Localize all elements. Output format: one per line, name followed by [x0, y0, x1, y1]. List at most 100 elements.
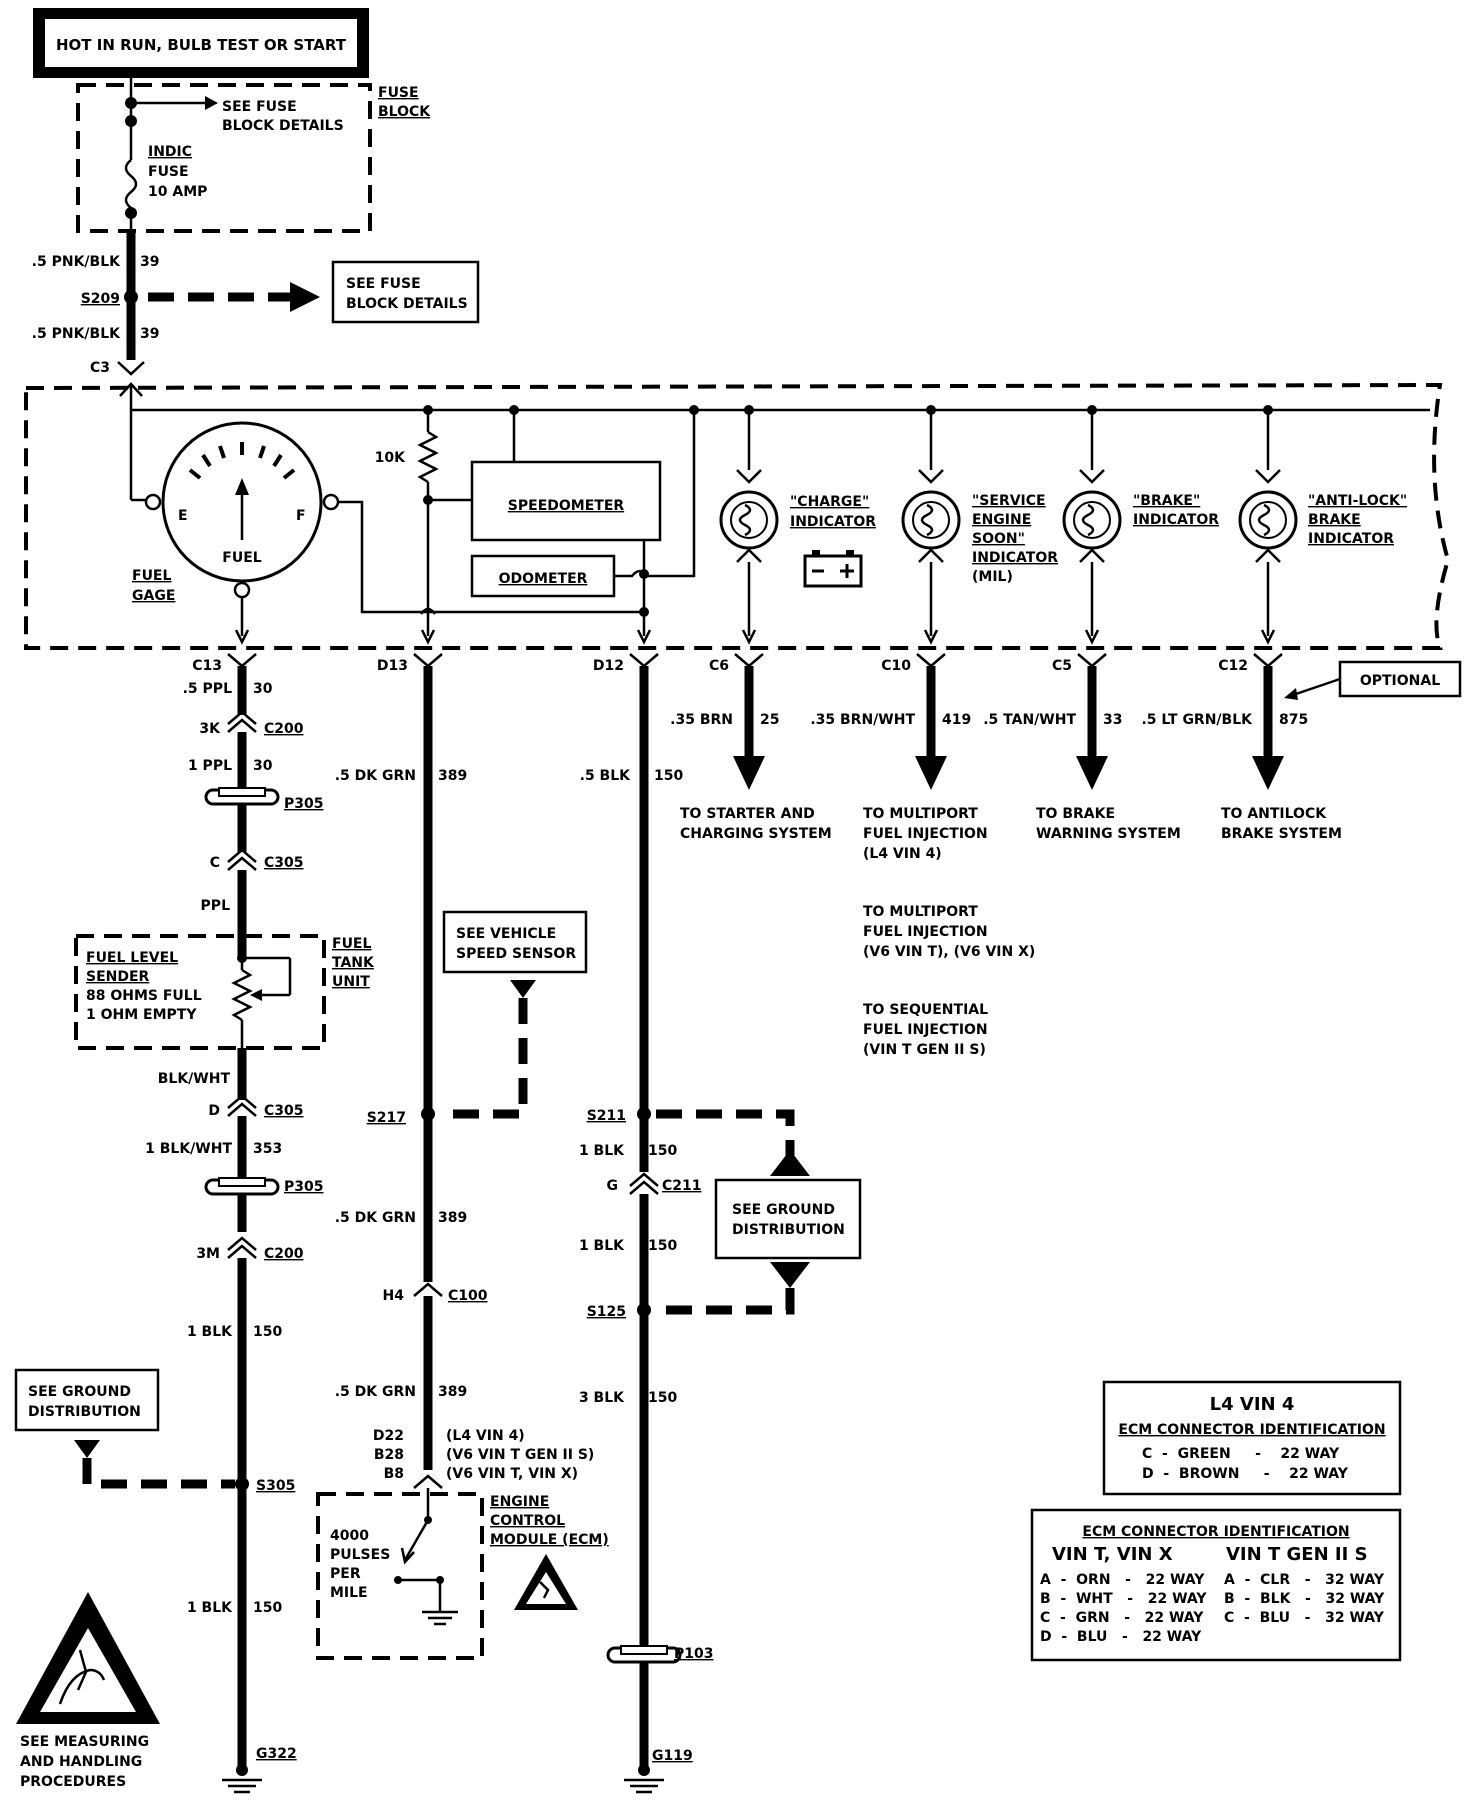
fuel-w3: PPL	[201, 898, 231, 914]
vss-w2: .5 DK GRN	[335, 1210, 416, 1226]
c10-wire: .35 BRN/WHT	[810, 712, 915, 728]
c12-dest-2: BRAKE SYSTEM	[1221, 826, 1342, 842]
ground-circuit	[606, 666, 682, 1794]
gnd-c1: 150	[654, 768, 683, 784]
pulses-1: 4000	[330, 1528, 369, 1544]
pulses-3: PER	[330, 1566, 361, 1582]
vss-w1: .5 DK GRN	[335, 768, 416, 784]
c200b-pin: 3M	[196, 1246, 220, 1262]
l4-connector-table	[1102, 1380, 1402, 1496]
c5-wire: .5 TAN/WHT	[983, 712, 1076, 728]
gnd-c2: 150	[648, 1143, 677, 1159]
charge-indicator-label-2: INDICATOR	[790, 514, 876, 530]
resistor-10k	[417, 430, 439, 484]
s209-branch-arrow	[290, 282, 320, 312]
gnd-c3: 150	[648, 1238, 677, 1254]
vin-left-head: VIN T, VIN X	[1052, 1544, 1173, 1565]
see-ground-box-left	[14, 1368, 160, 1432]
ecm-switch	[394, 1500, 458, 1626]
esd-warning-icon	[16, 1592, 160, 1724]
fuel-c6: 150	[253, 1324, 282, 1340]
vin-right-row-c: C - BLU - 32 WAY	[1224, 1610, 1385, 1626]
speedometer-label: SPEEDOMETER	[508, 498, 625, 514]
l4-title: L4 VIN 4	[1210, 1394, 1295, 1415]
c305a-pin: C	[210, 855, 220, 871]
gauge-f-label: F	[296, 508, 306, 524]
s217-label: S217	[367, 1110, 406, 1126]
gnd-c4: 150	[648, 1390, 677, 1406]
abs-label-3: INDICATOR	[1308, 531, 1394, 547]
tank-label-2: TANK	[332, 955, 375, 971]
fuel-c5: 353	[253, 1141, 282, 1157]
c10-dest-2: FUEL INJECTION	[863, 826, 988, 842]
brake-label-2: INDICATOR	[1133, 512, 1219, 528]
ecm-label-2: CONTROL	[490, 1513, 565, 1529]
vin-left-row-a: A - ORN - 22 WAY	[1040, 1572, 1205, 1588]
vin-right-head: VIN T GEN II S	[1226, 1544, 1368, 1565]
vin-table-title: ECM CONNECTOR IDENTIFICATION	[1082, 1524, 1349, 1540]
fuel-w4: BLK/WHT	[158, 1071, 231, 1087]
service-label-4: INDICATOR	[972, 550, 1058, 566]
ecm-pin-desc-1: (L4 VIN 4)	[446, 1428, 525, 1444]
odometer-box	[470, 554, 616, 598]
ecm-outline	[316, 1492, 484, 1660]
fuse-block-outline	[76, 83, 372, 233]
see-ground-mid-2: DISTRIBUTION	[732, 1222, 845, 1238]
sender-label-3: 88 OHMS FULL	[86, 988, 202, 1004]
tank-label-3: UNIT	[332, 974, 370, 990]
c10-dest-3: (L4 VIN 4)	[863, 846, 942, 862]
see-ground-left-2: DISTRIBUTION	[28, 1404, 141, 1420]
see-vss-1: SEE VEHICLE	[456, 926, 556, 942]
c10-alt2-3: (VIN T GEN II S)	[863, 1042, 986, 1058]
c200b-label: C200	[264, 1246, 304, 1262]
gauge-f-wire	[338, 500, 644, 614]
ecm-pin-2: B28	[374, 1447, 404, 1463]
c12-dest-1: TO ANTILOCK	[1221, 806, 1327, 822]
see-vss-2: SPEED SENSOR	[456, 946, 576, 962]
charge-indicator-lamp	[719, 410, 779, 645]
ecm-pin-3: B8	[384, 1466, 404, 1482]
see-ground-left-1: SEE GROUND	[28, 1384, 131, 1400]
c6-dest-2: CHARGING SYSTEM	[680, 826, 832, 842]
connector-d13: D13	[377, 658, 408, 674]
c305a-label: C305	[264, 855, 304, 871]
wire-39-top-circuit: 39	[140, 254, 159, 270]
gnd-w4: 3 BLK	[579, 1390, 625, 1406]
brake-label-1: "BRAKE"	[1133, 493, 1200, 509]
ecm-pin-1: D22	[373, 1428, 404, 1444]
connector-c10: C10	[881, 658, 911, 674]
optional-label: OPTIONAL	[1360, 673, 1440, 689]
service-label-5: (MIL)	[972, 569, 1013, 585]
fuel-gage-label-1: FUEL	[132, 568, 171, 584]
fuel-c7: 150	[253, 1600, 282, 1616]
connector-c6: C6	[709, 658, 729, 674]
fuel-w1: .5 PPL	[183, 681, 232, 697]
fuel-c2: 30	[253, 758, 273, 774]
connector-c5: C5	[1052, 658, 1072, 674]
fuse-detail-arrowhead	[205, 96, 218, 110]
fuel-w6: 1 BLK	[187, 1324, 233, 1340]
fuel-c1: 30	[253, 681, 273, 697]
fuse-block-title-2: BLOCK	[378, 104, 431, 120]
sender-label-4: 1 OHM EMPTY	[86, 1007, 197, 1023]
fuel-w7: 1 BLK	[187, 1600, 233, 1616]
p103-label: P103	[674, 1646, 713, 1662]
gnd-w2: 1 BLK	[579, 1143, 625, 1159]
pulses-4: MILE	[330, 1585, 368, 1601]
p305b-label: P305	[284, 1179, 323, 1195]
tank-label-1: FUEL	[332, 936, 371, 952]
c10-dest-1: TO MULTIPORT	[863, 806, 978, 822]
c100-pin: H4	[383, 1288, 405, 1304]
see-vss-box	[442, 910, 588, 974]
s305-label: S305	[256, 1478, 295, 1494]
esd-note-1: SEE MEASURING	[20, 1734, 149, 1750]
connector-c13: C13	[192, 658, 222, 674]
see-ground-mid-1: SEE GROUND	[732, 1202, 835, 1218]
c5-dest-2: WARNING SYSTEM	[1036, 826, 1181, 842]
abs-label-1: "ANTI-LOCK"	[1308, 493, 1407, 509]
l4-subtitle: ECM CONNECTOR IDENTIFICATION	[1118, 1422, 1385, 1438]
c200a-pin: 3K	[199, 721, 221, 737]
wire-39-bottom-circuit: 39	[140, 326, 159, 342]
c10-alt1-3: (V6 VIN T), (V6 VIN X)	[863, 944, 1035, 960]
c6-wire: .35 BRN	[670, 712, 733, 728]
